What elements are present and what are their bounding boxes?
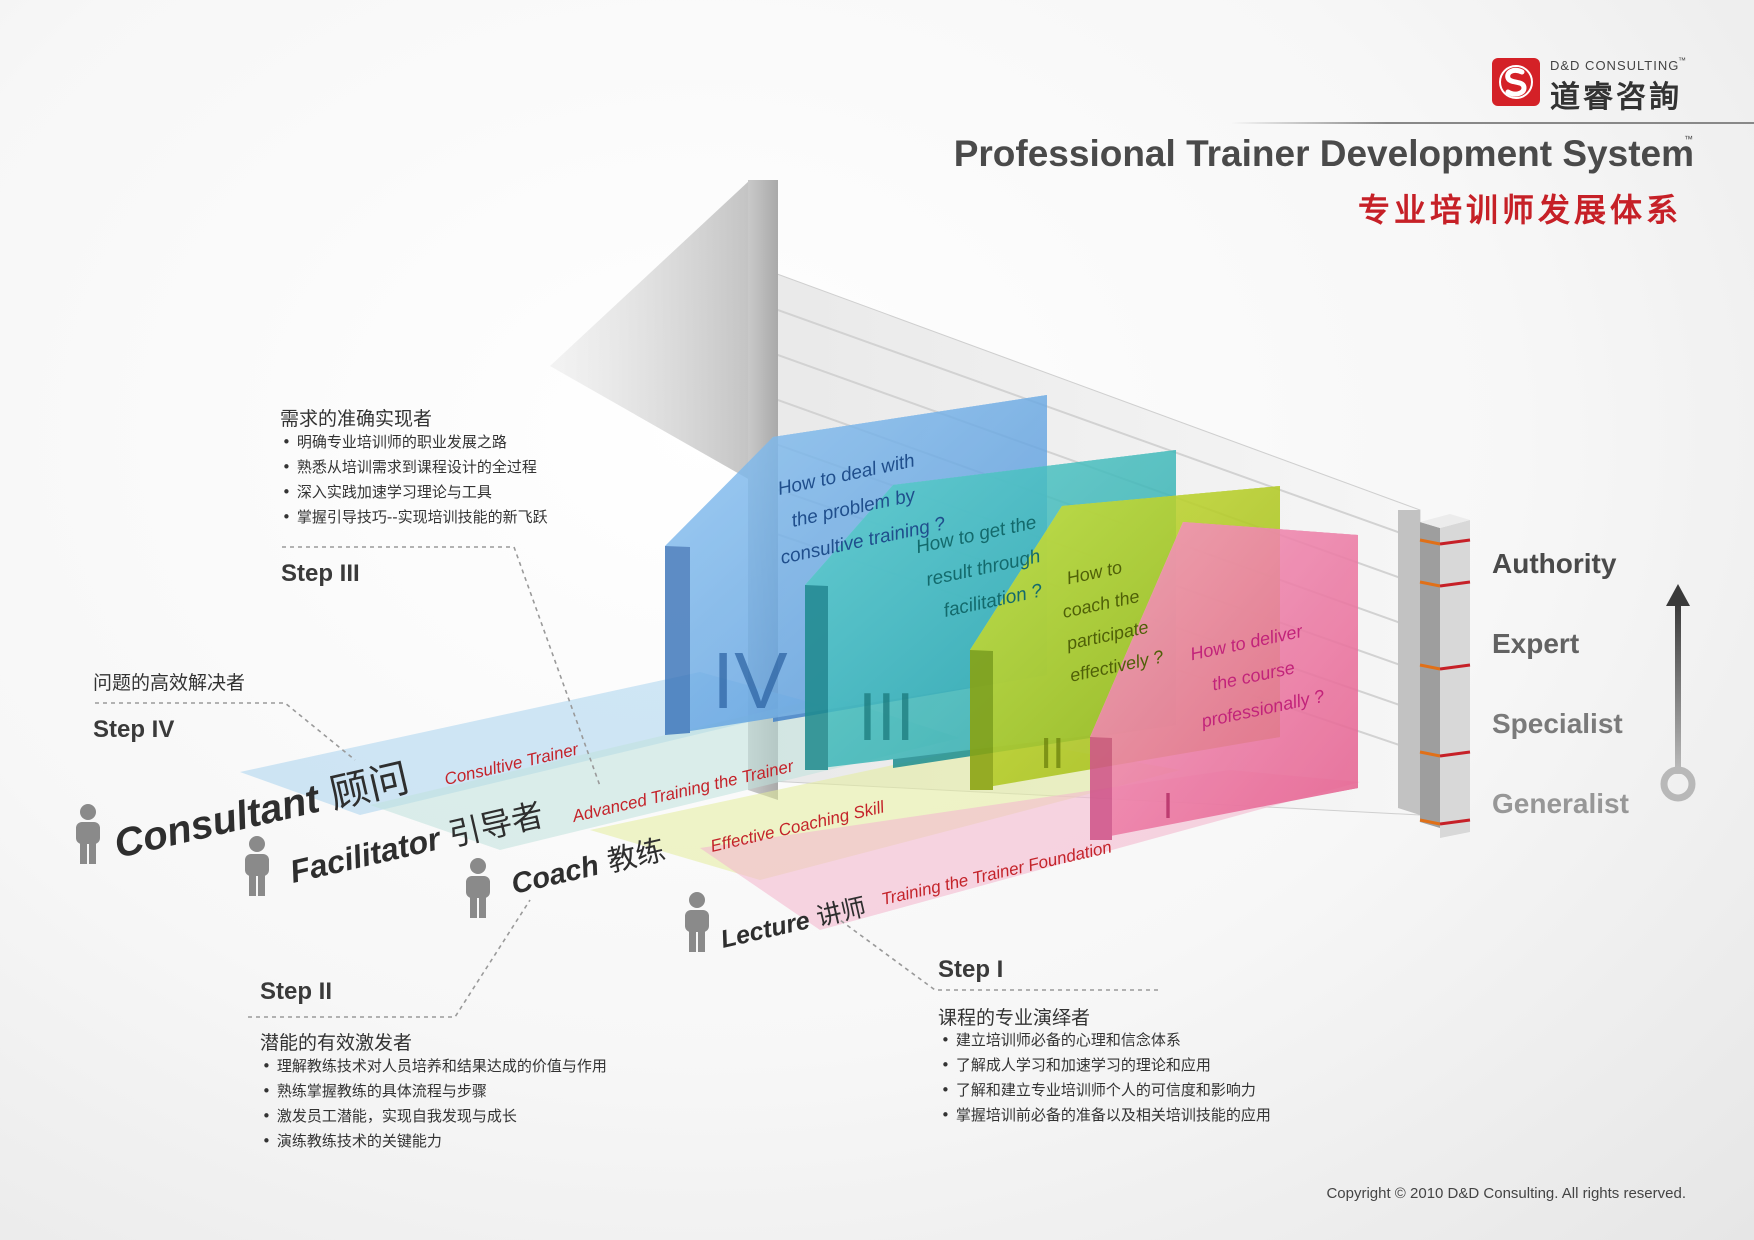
list-item: 熟悉从培训需求到课程设计的全过程 <box>282 455 548 480</box>
page-title: Professional Trainer Development System <box>953 133 1694 174</box>
list-item: 演练教练技术的关键能力 <box>262 1129 607 1154</box>
role-coach: Coach教练 <box>508 832 668 900</box>
step4-title: Step IV <box>93 716 175 743</box>
level-expert: Expert <box>1492 628 1580 659</box>
level-authority: Authority <box>1492 548 1617 579</box>
person-icon-coach <box>466 858 490 918</box>
title-tm: ™ <box>1684 134 1693 144</box>
numeral-ii: II <box>1040 729 1064 778</box>
list-item: 熟练掌握教练的具体流程与步骤 <box>262 1079 607 1104</box>
page-title-cn: 专业培训师发展体系 <box>1357 191 1682 229</box>
brand-name-en: D&D CONSULTING <box>1550 58 1680 73</box>
step1-subtitle: 课程的专业演绎者 <box>938 1007 1091 1029</box>
list-item: 掌握培训前必备的准备以及相关培训技能的应用 <box>941 1103 1271 1128</box>
numeral-iii: III <box>858 679 915 755</box>
list-item: 了解成人学习和加速学习的理论和应用 <box>941 1053 1271 1078</box>
level-up-arrow <box>1660 584 1696 802</box>
list-item: 理解教练技术对人员培养和结果达成的价值与作用 <box>262 1054 607 1079</box>
brand-header: D&D CONSULTING ™ 道睿咨詢 <box>1492 56 1692 115</box>
list-item: 深入实践加速学习理论与工具 <box>282 480 548 505</box>
wall-shadow <box>550 180 750 480</box>
list-item: 掌握引导技巧--实现培训技能的新飞跃 <box>282 505 548 530</box>
list-item: 建立培训师必备的心理和信念体系 <box>941 1028 1271 1053</box>
step3-subtitle: 需求的准确实现者 <box>280 408 433 430</box>
person-icon-facilitator <box>245 836 269 896</box>
copyright-text: Copyright © 2010 D&D Consulting. All rig… <box>1326 1185 1686 1202</box>
level-generalist: Generalist <box>1492 788 1629 819</box>
step3-title: Step III <box>281 560 360 587</box>
step1-title: Step I <box>938 956 1004 983</box>
step2-title: Step II <box>260 978 333 1005</box>
level-scale <box>1419 514 1471 838</box>
step3-bullets: 明确专业培训师的职业发展之路 熟悉从培训需求到课程设计的全过程 深入实践加速学习… <box>282 430 548 530</box>
wall-end <box>1398 510 1420 815</box>
level-specialist: Specialist <box>1492 708 1623 739</box>
brand-name-cn: 道睿咨詢 <box>1550 80 1682 115</box>
brand-logo-icon <box>1492 58 1540 106</box>
numeral-i: I <box>1163 785 1173 826</box>
brand-tm: ™ <box>1678 56 1686 65</box>
step1-bullets: 建立培训师必备的心理和信念体系 了解成人学习和加速学习的理论和应用 了解和建立专… <box>941 1028 1271 1128</box>
list-item: 明确专业培训师的职业发展之路 <box>282 430 548 455</box>
header-divider <box>1230 122 1754 124</box>
person-icon-consultant <box>76 804 100 864</box>
leader-lines <box>95 546 1158 1018</box>
list-item: 了解和建立专业培训师个人的可信度和影响力 <box>941 1078 1271 1103</box>
step2-bullets: 理解教练技术对人员培养和结果达成的价值与作用 熟练掌握教练的具体流程与步骤 激发… <box>262 1054 607 1154</box>
list-item: 激发员工潜能，实现自我发现与成长 <box>262 1104 607 1129</box>
step4-subtitle: 问题的高效解决者 <box>93 672 246 694</box>
numeral-iv: IV <box>712 636 788 725</box>
person-icon-lecture <box>685 892 709 952</box>
step2-subtitle: 潜能的有效激发者 <box>260 1032 413 1054</box>
block-i <box>1090 522 1358 840</box>
